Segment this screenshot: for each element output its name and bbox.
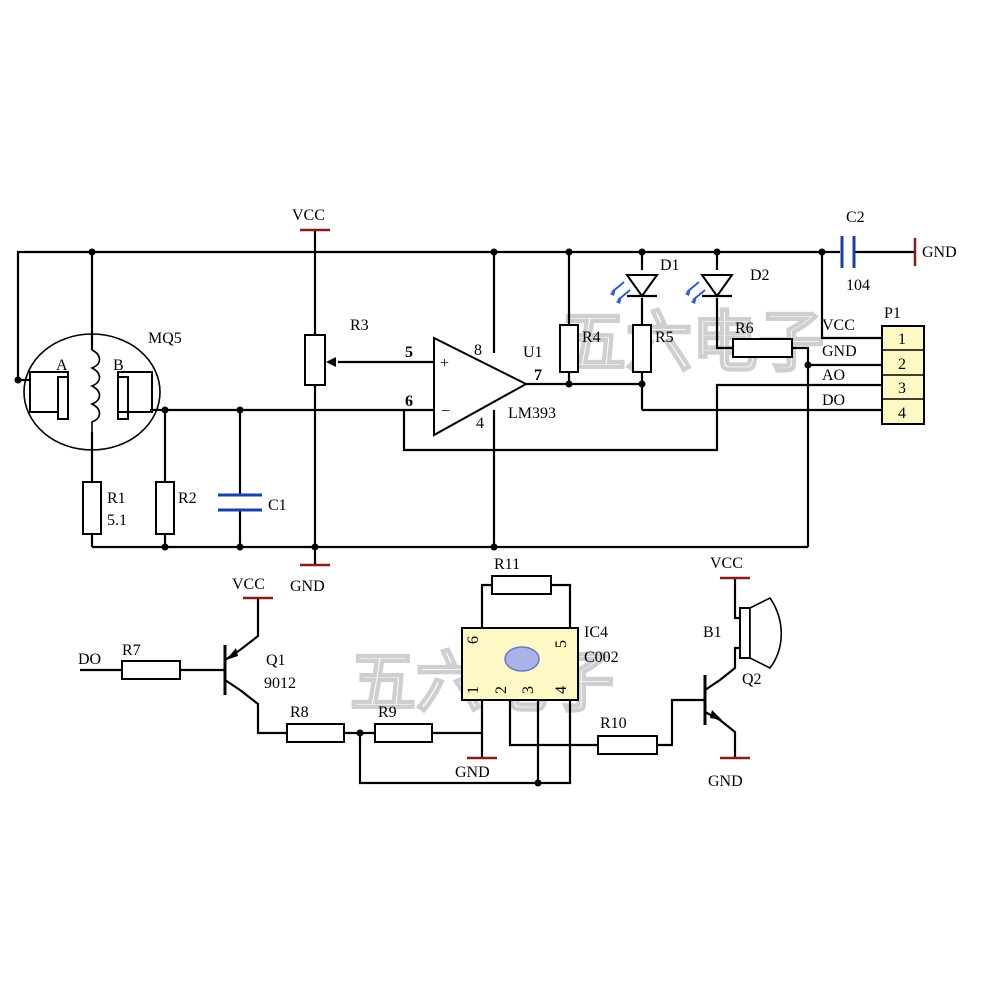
svg-text:AO: AO: [822, 367, 845, 384]
svg-text:GND: GND: [708, 773, 743, 790]
svg-text:B: B: [113, 357, 124, 374]
resistor-r8: R8: [286, 704, 345, 743]
svg-text:R1: R1: [107, 490, 126, 507]
svg-text:104: 104: [846, 277, 870, 294]
svg-text:+: +: [440, 355, 449, 372]
svg-text:R11: R11: [494, 556, 520, 573]
svg-text:R6: R6: [735, 320, 754, 337]
svg-text:VCC: VCC: [822, 317, 855, 334]
transistor-q2: Q2 GND: [703, 671, 762, 790]
svg-text:Q1: Q1: [266, 652, 286, 669]
svg-text:R2: R2: [178, 490, 197, 507]
svg-text:1: 1: [465, 686, 482, 694]
svg-text:3: 3: [898, 380, 906, 397]
svg-text:R5: R5: [655, 329, 674, 346]
svg-text:2: 2: [493, 686, 510, 694]
svg-text:R8: R8: [290, 704, 309, 721]
svg-text:D2: D2: [750, 267, 770, 284]
resistor-r5: R5: [632, 324, 674, 373]
resistor-r11: R11: [491, 556, 552, 595]
resistor-r2: R2: [155, 481, 197, 535]
capacitor-c2: C2 104 GND: [840, 209, 957, 294]
gnd-symbol-top: GND: [290, 563, 330, 595]
svg-text:GND: GND: [822, 343, 857, 360]
svg-text:VCC: VCC: [292, 207, 325, 224]
svg-text:GND: GND: [290, 578, 325, 595]
svg-text:5.1: 5.1: [107, 512, 127, 529]
junction-dots: [14, 248, 826, 551]
svg-text:4: 4: [476, 415, 484, 432]
svg-text:C002: C002: [584, 649, 619, 666]
svg-text:−: −: [441, 403, 450, 420]
svg-text:C2: C2: [846, 209, 865, 226]
transistor-q1: Q1 9012 VCC: [223, 576, 296, 695]
connector-p1: 1 2 3 4 P1 VCC GND AO DO: [822, 305, 925, 425]
led-d1: D1: [610, 257, 680, 304]
svg-text:Q2: Q2: [742, 671, 762, 688]
potentiometer-r3: R3: [304, 317, 369, 386]
mq5-label: MQ5: [148, 330, 182, 347]
ic4-chip: 6 1 2 3 4 5 IC4 C002: [461, 624, 619, 701]
svg-text:R7: R7: [122, 642, 141, 659]
svg-text:5: 5: [553, 640, 570, 648]
svg-text:D1: D1: [660, 257, 680, 274]
svg-text:6: 6: [465, 636, 482, 644]
resistor-r7: R7: [121, 642, 181, 680]
svg-text:6: 6: [405, 393, 413, 410]
svg-text:U1: U1: [523, 344, 543, 361]
capacitor-c1: C1: [218, 493, 287, 514]
svg-text:R4: R4: [582, 329, 601, 346]
svg-text:VCC: VCC: [710, 555, 743, 572]
svg-text:R3: R3: [350, 317, 369, 334]
svg-text:9012: 9012: [264, 675, 296, 692]
svg-text:GND: GND: [922, 244, 957, 261]
gnd-symbol-ic4: GND: [455, 756, 497, 781]
resistor-r4: R4: [559, 324, 601, 373]
svg-text:1: 1: [898, 331, 906, 348]
svg-text:DO: DO: [822, 392, 845, 409]
svg-text:3: 3: [520, 686, 537, 694]
svg-text:4: 4: [898, 405, 906, 422]
svg-text:2: 2: [898, 356, 906, 373]
resistor-r10: R10: [597, 715, 658, 755]
svg-text:B1: B1: [703, 624, 722, 641]
svg-text:R10: R10: [600, 715, 627, 732]
buzzer-b1: B1 VCC: [703, 555, 782, 670]
wires-top: [16, 230, 915, 565]
svg-text:7: 7: [534, 367, 542, 384]
svg-text:C1: C1: [268, 497, 287, 514]
svg-text:4: 4: [553, 686, 570, 694]
svg-text:P1: P1: [884, 305, 901, 322]
svg-text:R9: R9: [378, 704, 397, 721]
svg-text:5: 5: [405, 344, 413, 361]
do-input-label: DO: [78, 651, 101, 668]
vcc-symbol-top: VCC: [292, 207, 330, 232]
resistor-r6: R6: [732, 320, 793, 358]
resistor-r1: R1 5.1: [82, 481, 127, 535]
svg-text:VCC: VCC: [232, 576, 265, 593]
svg-text:8: 8: [474, 342, 482, 359]
svg-text:GND: GND: [455, 764, 490, 781]
resistor-r9: R9: [374, 704, 433, 743]
svg-text:IC4: IC4: [584, 624, 608, 641]
svg-text:A: A: [56, 357, 68, 374]
mq5-sensor: A B MQ5: [23, 330, 182, 451]
led-d2: D2: [685, 267, 770, 304]
svg-text:LM393: LM393: [508, 405, 556, 422]
comparator-lm393: + − 5 6 7 8 4 U1 LM393: [405, 336, 556, 437]
